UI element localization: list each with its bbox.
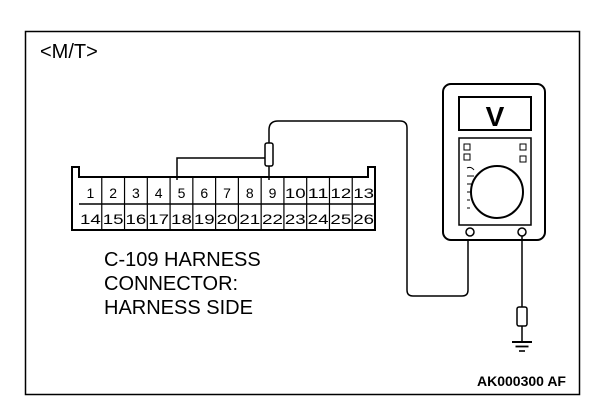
multimeter: V [442,83,546,241]
connector-caption-line-3: HARNESS SIDE [104,297,253,319]
pin-label-25: 25 [330,211,351,227]
pin-label-12: 12 [330,185,351,201]
pin-label-24: 24 [308,211,329,227]
pin-label-21: 21 [239,211,260,227]
pin-label-17: 17 [148,211,169,227]
pin-label-5: 5 [178,185,186,201]
ground-lead [512,236,532,352]
pin-label-1: 1 [86,185,94,201]
variant-label: <M/T> [40,41,98,63]
ground-probe [516,306,528,327]
probe-bracket [176,157,266,180]
pin-label-18: 18 [171,211,192,227]
multimeter-display [458,96,532,131]
display-symbol: V [486,101,505,132]
pin-label-11: 11 [308,185,329,201]
terminal-common [517,227,527,237]
connector-caption-line-1: C-109 HARNESS [104,249,261,271]
connector-caption-line-2: CONNECTOR: [104,273,238,295]
rotary-dial [470,165,524,219]
figure-reference: AK000300 AF [477,373,566,389]
ground-symbol [512,341,532,352]
pin-dividers [101,177,353,230]
pin-label-10: 10 [285,185,306,201]
connector-outline [71,166,376,231]
probe-tip [264,142,274,167]
pin-label-26: 26 [353,211,374,227]
pin-label-9: 9 [269,185,277,201]
pin-label-7: 7 [223,185,231,201]
pin-label-3: 3 [132,185,140,201]
pin-label-19: 19 [194,211,215,227]
pin-label-15: 15 [103,211,124,227]
pin-label-22: 22 [262,211,283,227]
pin-label-2: 2 [109,185,117,201]
pin-label-16: 16 [126,211,147,227]
pin-label-6: 6 [200,185,208,201]
terminal-positive [465,227,475,237]
test-probe-lead [264,120,469,297]
pin-label-8: 8 [246,185,254,201]
pin-label-13: 13 [353,185,374,201]
pin-label-23: 23 [285,211,306,227]
figure-frame [24,30,581,396]
lead-wire-positive [268,120,469,297]
pin-label-4: 4 [155,185,163,201]
pin-label-20: 20 [217,211,238,227]
pin-label-14: 14 [80,211,101,227]
